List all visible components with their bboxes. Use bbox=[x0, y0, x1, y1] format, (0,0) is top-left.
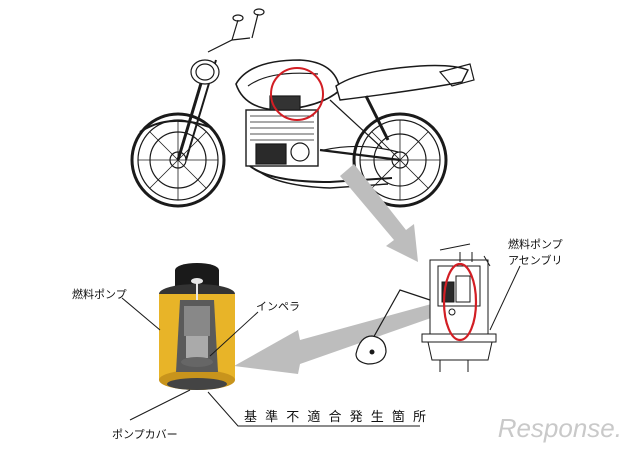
label-fuel-pump-assembly-line2: アセンブリ bbox=[508, 254, 563, 267]
fuel-pump-assembly-illustration bbox=[355, 243, 497, 372]
response-watermark: Response. bbox=[497, 413, 622, 443]
fuel-tank-highlight-circle bbox=[270, 67, 324, 121]
assembly-leader-line bbox=[489, 265, 521, 331]
pump-leader-lines bbox=[121, 297, 420, 427]
label-fuel-pump: 燃料ポンプ bbox=[72, 288, 127, 301]
label-pump-cover: ポンプカバー bbox=[112, 428, 178, 441]
label-nonconformity-location: 基 準 不 適 合 発 生 箇 所 bbox=[244, 410, 429, 425]
arrow-to-pump bbox=[234, 300, 448, 374]
fuel-pump-highlight-circle bbox=[442, 262, 478, 342]
label-impeller: インペラ bbox=[256, 300, 300, 313]
fuel-pump-cutaway-illustration bbox=[159, 263, 235, 390]
motorcycle-illustration bbox=[130, 8, 475, 208]
label-fuel-pump-assembly-line1: 燃料ポンプ bbox=[508, 238, 563, 251]
arrow-to-assembly bbox=[340, 164, 418, 262]
